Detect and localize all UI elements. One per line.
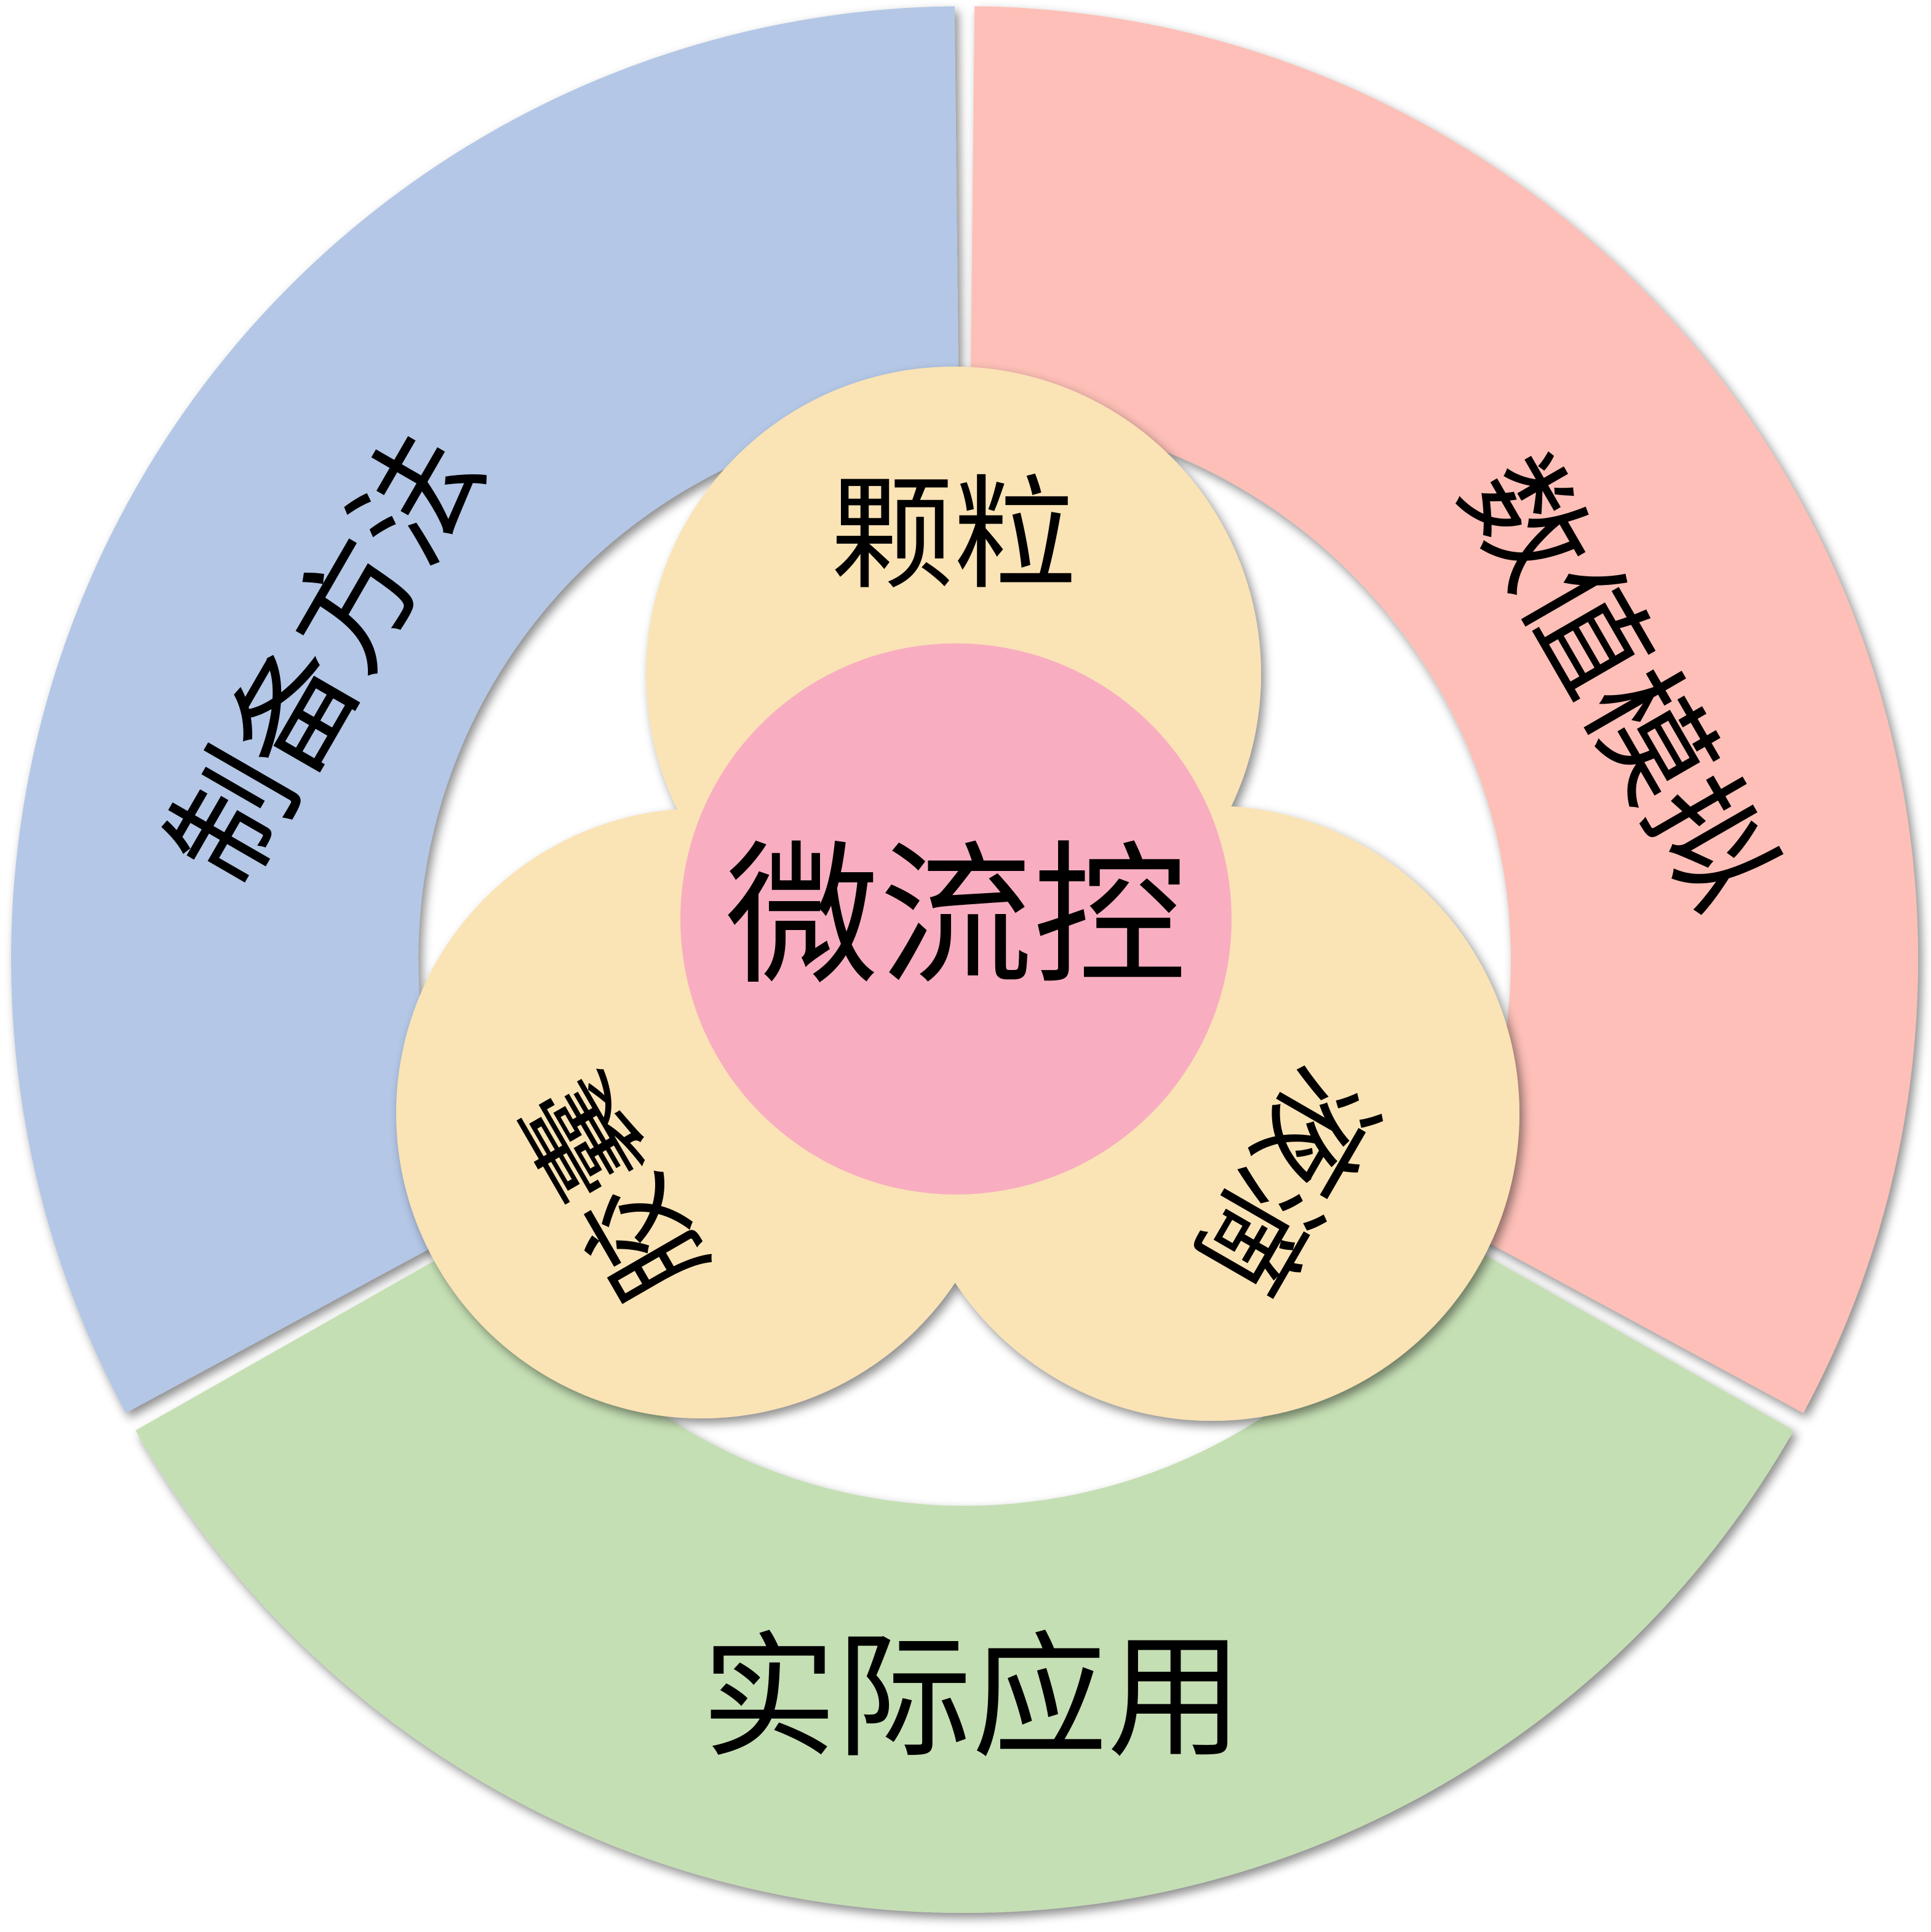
- ring-segment-application: [135, 1229, 1794, 1913]
- center-label: 微流控: [725, 827, 1187, 1006]
- ring-segment-simulation: [970, 6, 1918, 1413]
- inner-label-particles: 颗粒: [830, 464, 1077, 607]
- center-circle: [680, 643, 1232, 1195]
- segment-label-application: 实际应用: [701, 1619, 1243, 1776]
- ring-segment-preparation: [11, 6, 959, 1413]
